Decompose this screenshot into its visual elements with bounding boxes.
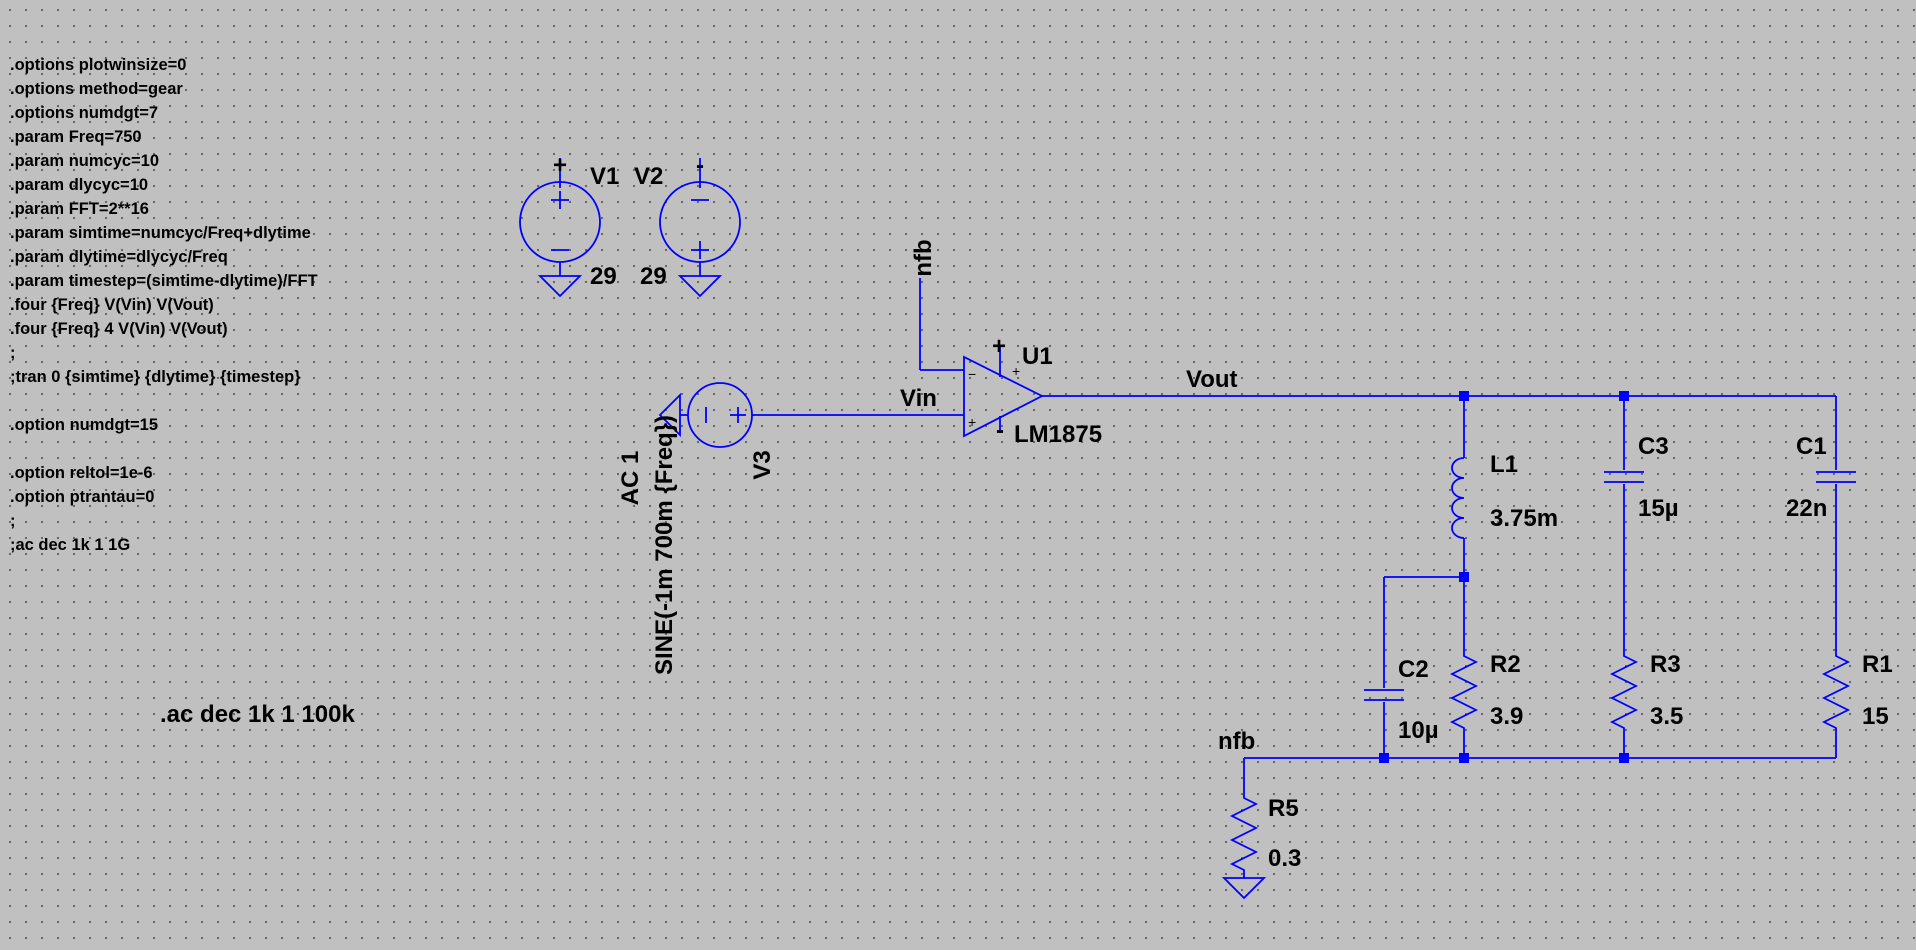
ground-icon [537,275,583,298]
resistor-r3[interactable] [1609,650,1639,758]
opamp-pos-supply-mark: + [992,333,1006,360]
l1-value-label: 3.75m [1490,505,1558,532]
spice-directive-line: .param simtime=numcyc/Freq+dlytime [10,224,311,242]
net-label-nfb-bottom: nfb [1218,728,1255,755]
junction-dot [1459,391,1469,401]
spice-directive-line: .options plotwinsize=0 [10,56,187,74]
spice-directive-line: ; [10,344,16,362]
net-label-vout: Vout [1186,366,1238,393]
v3-ac-label: AC 1 [617,451,644,506]
junction-dot [1459,753,1469,763]
v1-name-label: V1 [590,163,619,190]
c1-name-label: C1 [1796,433,1827,460]
spice-directive-line: .param FFT=2**16 [10,200,149,218]
v2-name-label: V2 [634,163,663,190]
spice-directive-line: .four {Freq} 4 V(Vin) V(Vout) [10,320,228,338]
spice-directive-line: .option reltol=1e-6 [10,464,153,482]
junction-dot [1619,391,1629,401]
r2-name-label: R2 [1490,651,1521,678]
spice-directive-line: .param dlycyc=10 [10,176,149,194]
spice-directives-block[interactable]: .options plotwinsize=0 .options method=ge… [10,53,318,557]
opamp-name-label: U1 [1022,343,1053,370]
r1-value-label: 15 [1862,703,1889,730]
r3-value-label: 3.5 [1650,703,1683,730]
r1-name-label: R1 [1862,651,1893,678]
spice-directive-line: .options method=gear [10,80,183,98]
c2-value-label: 10µ [1398,717,1439,744]
spice-directive-line: .param timestep=(simtime-dlytime)/FFT [10,272,318,290]
opamp-plus-mark: + [968,414,976,430]
capacitor-c2[interactable] [1364,576,1464,758]
r5-value-label: 0.3 [1268,845,1301,872]
opamp-inv-mark: − [968,366,976,382]
v1-value-label: 29 [590,263,617,290]
v2-minus-label: - [696,152,704,179]
opamp-u1[interactable] [919,278,1836,438]
spice-directive-line: .param dlytime=dlycyc/Freq [10,248,228,266]
l1-name-label: L1 [1490,451,1518,478]
opamp-noninv-mark: + [1012,363,1020,379]
capacitor-c1[interactable] [1816,396,1856,650]
junction-dot [1619,753,1629,763]
resistor-r2[interactable] [1449,650,1479,758]
resistor-r1[interactable] [1821,650,1851,758]
v1-plus-label: + [553,152,567,179]
ground-icon [1221,877,1267,900]
resistor-r5[interactable] [1221,758,1267,900]
voltage-source-v3[interactable] [658,382,964,448]
spice-directive-line: .options numdgt=7 [10,104,159,122]
capacitor-c3[interactable] [1604,396,1644,650]
spice-directive-line: .param Freq=750 [10,128,142,146]
v2-value-label: 29 [640,263,667,290]
r3-name-label: R3 [1650,651,1681,678]
spice-directive-line: .option numdgt=15 [10,416,159,434]
opamp-model-label: LM1875 [1014,421,1102,448]
net-label-nfb-top: nfb [910,239,937,276]
c3-value-label: 15µ [1638,495,1679,522]
net-label-vin: Vin [900,385,937,412]
spice-directive-line: .option ptrantau=0 [10,488,155,506]
c2-name-label: C2 [1398,656,1429,683]
junction-dot [1459,572,1469,582]
junction-dot [1379,753,1389,763]
opamp-neg-supply-mark: - [996,417,1004,444]
inductor-l1[interactable] [1451,396,1465,650]
voltage-source-v1[interactable] [519,158,601,298]
c3-name-label: C3 [1638,433,1669,460]
spice-directive-line: .param numcyc=10 [10,152,160,170]
r2-value-label: 3.9 [1490,703,1523,730]
ground-icon [677,275,723,298]
voltage-source-v2[interactable] [659,158,741,298]
v3-name-label: V3 [749,450,776,479]
v3-sine-label: SINE(-1m 700m {Freq}) [651,415,678,675]
spice-directive-line: ; [10,512,16,530]
spice-directive-line: ;ac dec 1k 1 1G [10,536,131,554]
spice-directive-line: ;tran 0 {simtime} {dlytime} {timestep} [10,368,301,386]
spice-directive-line: .four {Freq} V(Vin) V(Vout) [10,296,214,314]
ac-analysis-directive[interactable]: .ac dec 1k 1 100k [160,701,355,728]
r5-name-label: R5 [1268,795,1299,822]
c1-value-label: 22n [1786,495,1827,522]
